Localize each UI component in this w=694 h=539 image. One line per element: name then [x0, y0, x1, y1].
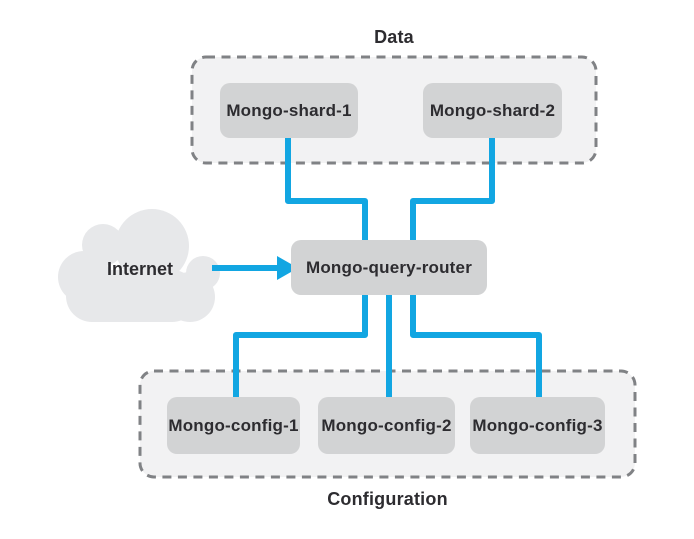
node-mongo-shard-2: Mongo-shard-2	[423, 83, 562, 138]
configuration-group-label: Configuration	[327, 489, 448, 509]
node-mongo-shard-1: Mongo-shard-1	[220, 83, 358, 138]
internet-arrow	[212, 256, 298, 280]
node-mongo-config-3: Mongo-config-3	[470, 397, 605, 454]
connector-router-config1	[233, 291, 368, 401]
node-mongo-config-1: Mongo-config-1	[167, 397, 300, 454]
cloud-icon	[58, 209, 220, 322]
node-mongo-config-2: Mongo-config-2	[318, 397, 455, 454]
connector-shard1-router	[285, 134, 368, 244]
data-group-label: Data	[374, 27, 414, 47]
node-mongo-query-router: Mongo-query-router	[291, 240, 487, 295]
connector-router-config3	[410, 291, 542, 401]
internet-label: Internet	[106, 259, 173, 279]
connector-shard2-router	[410, 134, 495, 244]
